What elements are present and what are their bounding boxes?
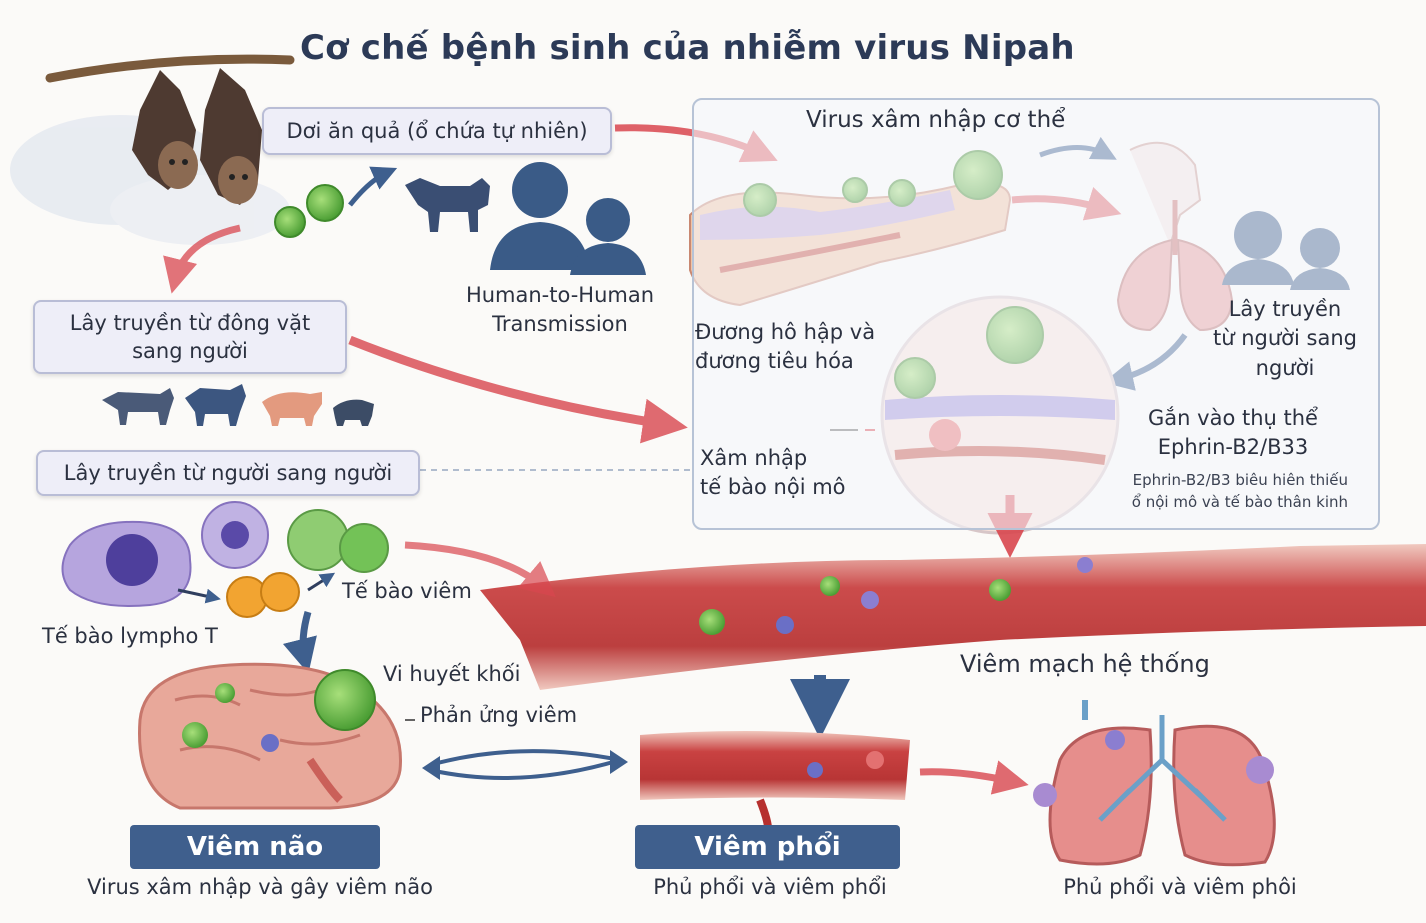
virus-entry-panel <box>692 98 1380 530</box>
lung-desc: Phủ phổi và viêm phôi <box>1063 875 1297 899</box>
endothelial-line1: Xâm nhập <box>700 446 808 470</box>
receptor-line2: Ephrin-B2/B33 <box>1157 435 1309 460</box>
endothelial-label: Xâm nhập tế bào nội mô <box>700 444 846 503</box>
encephalitis-desc: Virus xâm nhập và gây viêm não <box>87 875 433 899</box>
receptor-note-line2: ổ nội mô và tế bào thân kinh <box>1131 492 1348 511</box>
bat-icon <box>45 54 295 205</box>
respiratory-line1: Đương hô hập và <box>695 320 876 344</box>
pneumonia-banner: Viêm phổi <box>635 825 900 869</box>
animal-row <box>102 384 374 426</box>
transmission-right-label: Lây truyền từ người sang người <box>1200 295 1370 383</box>
lymphocyte-icon <box>61 501 389 618</box>
person-to-person-box: Lây truyền từ người sang người <box>36 450 420 496</box>
lungs-icon <box>1033 700 1276 867</box>
cow-icon <box>405 178 490 232</box>
human-to-human-label: Human-to-Human Transmission <box>440 281 680 340</box>
microthrombus-label: Vi huyết khối <box>383 662 521 686</box>
person-to-person-label: Lây truyền từ người sang người <box>63 460 393 485</box>
pneumonia-vessel <box>640 731 910 836</box>
human-to-human-line1: Human-to-Human <box>465 283 655 307</box>
encephalitis-banner: Viêm não <box>130 825 380 869</box>
receptor-line1: Gắn vào thụ thể <box>1148 406 1318 430</box>
animal-to-human-box: Lây truyền từ đông vặt sang người <box>33 300 347 374</box>
animal-to-human-line2: sang người <box>132 339 248 363</box>
inflammatory-cells-label: Tế bào viêm <box>342 579 472 603</box>
receptor-label: Gắn vào thụ thể Ephrin-B2/B33 <box>1120 404 1346 463</box>
receptor-note-line1: Ephrin-B2/B3 biêu hiên thiếu <box>1132 471 1348 489</box>
blood-vessel-icon <box>480 544 1426 690</box>
pneumonia-desc: Phủ phổi và viêm phổi <box>653 875 887 899</box>
transmission-right-line1: Lây truyền <box>1228 297 1342 321</box>
endothelial-line2: tế bào nội mô <box>700 475 846 500</box>
transmission-right-line2: từ người sang <box>1213 326 1357 351</box>
animal-to-human-line1: Lây truyền từ đông vặt <box>69 310 311 335</box>
respiratory-line2: đương tiêu hóa <box>695 349 854 374</box>
systemic-vasculitis-label: Viêm mạch hệ thống <box>960 650 1210 678</box>
bat-reservoir-label: Dơi ăn quả (ổ chứa tự nhiên) <box>286 118 588 143</box>
human-to-human-line2: Transmission <box>492 312 628 337</box>
transmission-right-line3: người <box>1255 355 1315 380</box>
receptor-note: Ephrin-B2/B3 biêu hiên thiếu ổ nội mô và… <box>1104 470 1348 514</box>
respiratory-label: Đương hô hập và đương tiêu hóa <box>695 318 875 377</box>
virus-entry-label: Virus xâm nhập cơ thể <box>806 107 1066 133</box>
page-title: Cơ chế bệnh sinh của nhiễm virus Nipah <box>300 28 1075 68</box>
bat-reservoir-box: Dơi ăn quả (ổ chứa tự nhiên) <box>262 107 612 155</box>
human-silhouette-icon <box>490 162 646 275</box>
inflammatory-reaction-label: Phản ửng viêm <box>420 703 578 727</box>
lymphocyte-label: Tế bào lympho T <box>42 624 218 648</box>
virus-icon <box>274 184 344 238</box>
brain-icon <box>138 662 402 810</box>
